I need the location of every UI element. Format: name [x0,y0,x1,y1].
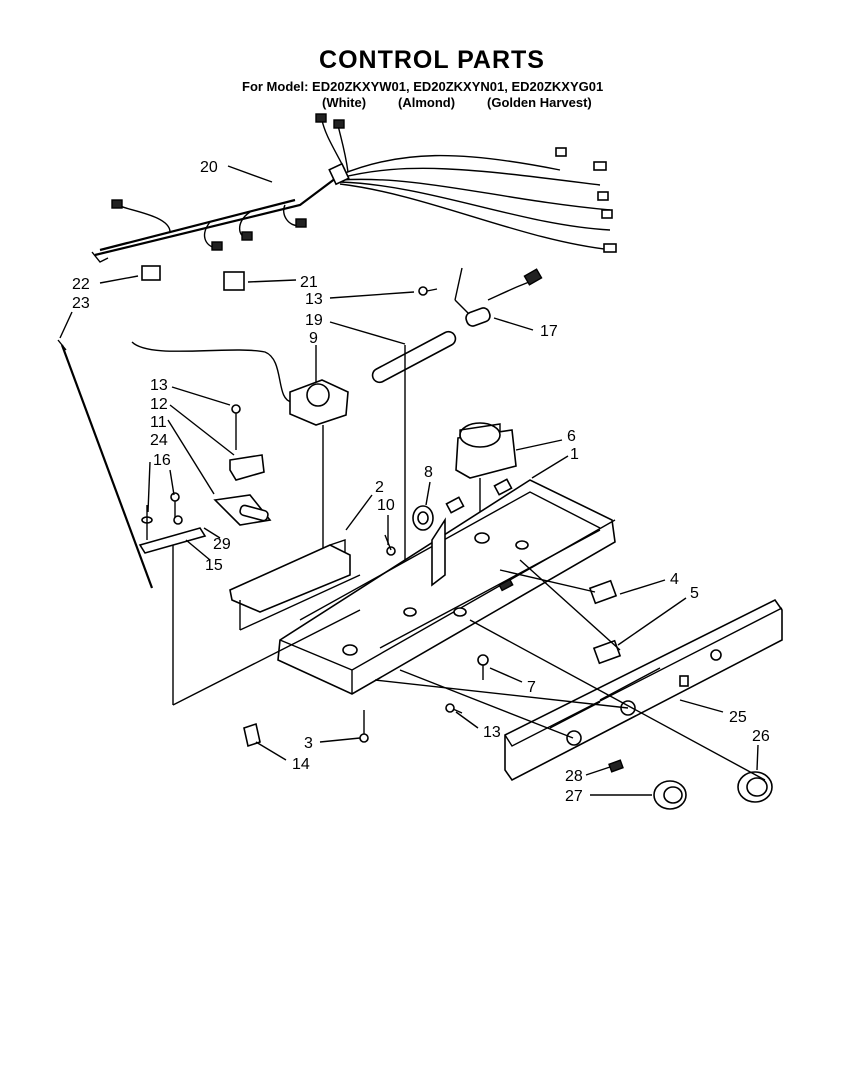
switch-assembly-11 [170,404,272,526]
callout-13-mid: 13 [150,377,168,394]
callout-23: 23 [72,295,90,312]
callout-27: 27 [565,788,583,805]
color-white: (White) [322,95,367,110]
spring-28 [608,759,624,773]
callout-7: 7 [527,679,536,696]
callout-4: 4 [670,571,679,588]
callout-25: 25 [729,709,747,726]
rod-23 [60,344,154,589]
control-panel-25 [504,598,783,782]
callout-17: 17 [540,323,558,340]
diagram-title: CONTROL PARTS [319,46,545,74]
screw-10 [384,534,396,556]
callout-24: 24 [150,432,168,449]
connector-17 [454,267,543,327]
callout-13-top: 13 [305,291,323,308]
screw-7 [477,654,489,680]
knob-26 [737,771,773,803]
callout-2: 2 [375,479,384,496]
lever-15 [138,505,207,554]
callout-6: 6 [567,428,576,445]
clip-14 [243,722,261,748]
thermostat-9 [131,341,349,550]
leader-lines [59,165,759,796]
callout-16: 16 [153,452,171,469]
callout-29: 29 [213,536,231,553]
callout-12: 12 [150,396,168,413]
bracket-2 [172,539,361,706]
switch-5 [592,639,622,665]
callout-11: 11 [150,414,167,431]
knob-27 [653,780,687,810]
wire-harness [91,113,617,263]
control-housing-1 [277,478,616,695]
callout-10: 10 [377,497,395,514]
callout-26: 26 [752,728,770,745]
screw-13-top [418,286,438,296]
callout-21: 21 [300,274,318,291]
callout-3: 3 [304,735,313,752]
callout-1: 1 [570,446,579,463]
callout-labels: 20 22 23 21 13 19 17 9 13 12 11 24 16 29… [72,159,770,805]
timer-6 [455,422,517,538]
grommet-8 [412,505,434,531]
callout-9: 9 [309,330,318,347]
bracket-21 [223,271,245,291]
color-golden-harvest: (Golden Harvest) [487,95,592,110]
callout-28: 28 [565,768,583,785]
callout-5: 5 [690,585,699,602]
screw-3 [359,710,369,743]
callout-20: 20 [200,159,218,176]
clip-22 [141,265,161,281]
callout-14: 14 [292,756,310,773]
color-almond: (Almond) [398,95,456,110]
callout-8: 8 [424,464,433,481]
callout-15: 15 [205,557,223,574]
screw-13-lower [445,703,463,714]
switch-4 [588,579,618,605]
callout-22: 22 [72,276,90,293]
callout-19: 19 [305,312,323,329]
callout-13-lower: 13 [483,724,501,741]
model-list: For Model: ED20ZKXYW01, ED20ZKXYN01, ED2… [242,79,604,94]
